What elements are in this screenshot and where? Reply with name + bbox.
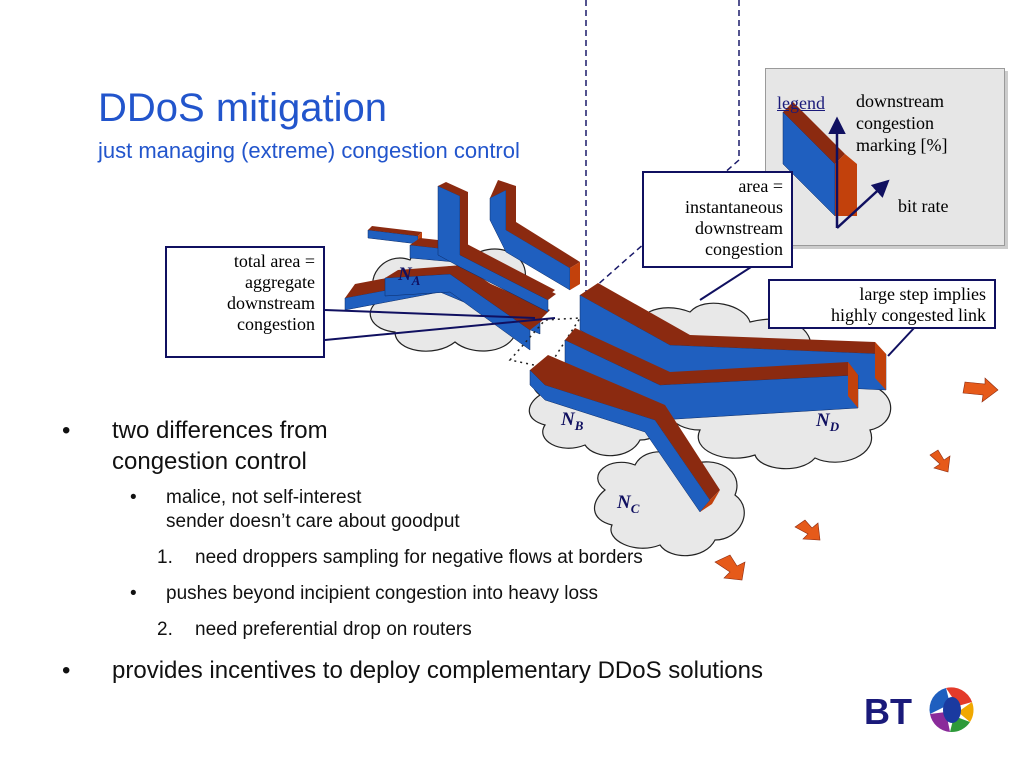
pipe-tall-1 [437,182,556,313]
callout-large-step: large step implies highly congested link [768,279,996,329]
node-label-nc: NC [617,492,640,516]
callout-total-area: total area = aggregate downstream conges… [165,246,325,358]
exit-arrow-right [962,377,999,403]
node-label-na: NA [398,264,421,288]
node-label-nd: ND [816,410,840,434]
pipe-tall-2 [489,180,580,291]
slide-title: DDoS mitigation [98,86,388,130]
exit-arrow-down-right [929,449,951,473]
node-label-nb: NB [561,409,584,433]
callout-step-pointer [887,326,916,357]
legend-title: legend [777,93,825,113]
exit-arrow-nc-down [714,554,746,581]
svg-text:BT: BT [864,691,912,732]
exit-arrow-nc-right [794,519,821,541]
pipe-na-1 [367,226,422,245]
legend-graphic [782,102,890,229]
bt-piper-icon [926,684,978,736]
slide-subtitle: just managing (extreme) congestion contr… [98,138,520,163]
callout-total-pointer-2 [324,317,556,341]
legend-bitrate-label: bit rate [898,196,949,216]
callout-area: area = instantaneous downstream congesti… [642,171,793,268]
pipe-na-4 [384,265,543,351]
legend-marking-label: downstream congestion marking [%] [856,91,948,155]
callout-total-pointer-1 [324,309,536,319]
pipe-nc [529,355,720,513]
bt-logo: BT [864,684,978,736]
